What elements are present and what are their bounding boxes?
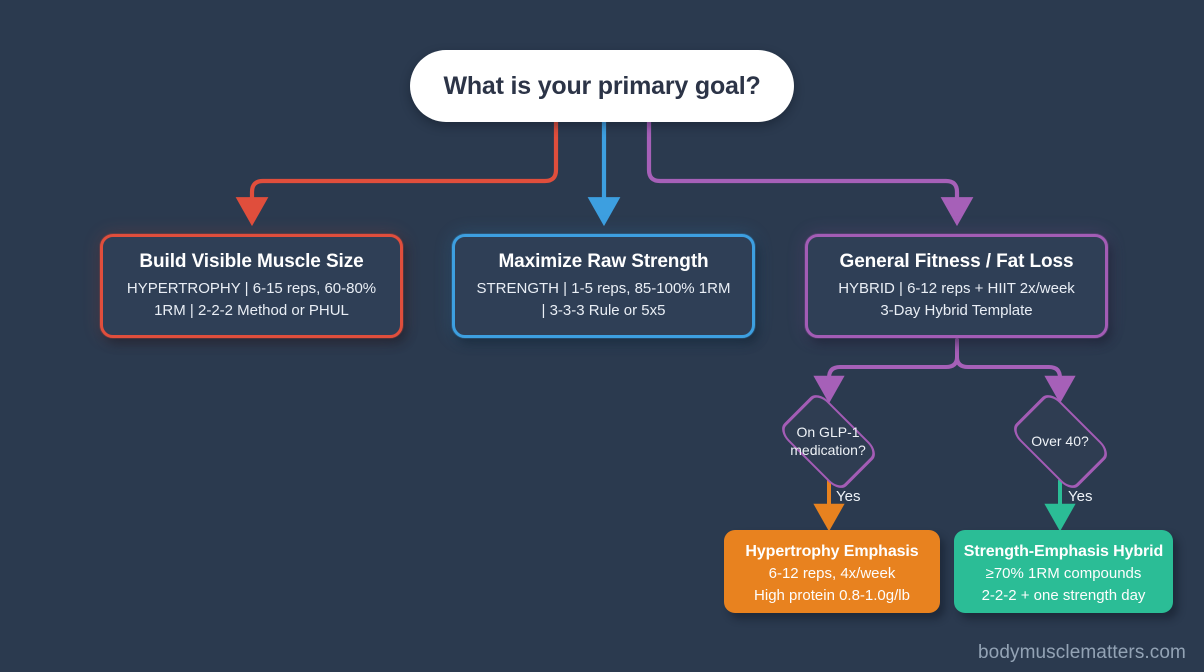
result-detail-hypertrophy-emphasis-line1: 6-12 reps, 4x/week (768, 565, 896, 582)
decision-node-over40[interactable]: Over 40? (998, 389, 1122, 493)
site-watermark: bodymusclematters.com (977, 642, 1186, 663)
branch-node-strength[interactable]: Maximize Raw Strength STRENGTH | 1-5 rep… (452, 234, 755, 338)
edge-hybrid-to-over40 (955, 338, 1076, 404)
branch-detail-hybrid-line2: 3-Day Hybrid Template (880, 302, 1033, 319)
branch-node-hybrid[interactable]: General Fitness / Fat Loss HYBRID | 6-12… (805, 234, 1108, 338)
edge-root-to-hybrid (646, 117, 974, 227)
branch-title-hypertrophy: Build Visible Muscle Size (139, 251, 364, 272)
root-question-node[interactable]: What is your primary goal? (410, 50, 794, 122)
result-detail-hypertrophy-emphasis-line2: High protein 0.8-1.0g/lb (754, 587, 910, 604)
edge-label-glp1-yes: Yes (836, 488, 861, 505)
decision-label-glp1: On GLP-1 medication? (790, 424, 866, 458)
result-title-hypertrophy-emphasis: Hypertrophy Emphasis (745, 543, 919, 560)
branch-node-hypertrophy[interactable]: Build Visible Muscle Size HYPERTROPHY | … (100, 234, 403, 338)
edge-label-over40-yes: Yes (1068, 488, 1093, 505)
branch-title-hybrid: General Fitness / Fat Loss (839, 251, 1074, 272)
branch-detail-hypertrophy-line2: 1RM | 2-2-2 Method or PHUL (154, 302, 349, 319)
branch-detail-strength-line1: STRENGTH | 1-5 reps, 85-100% 1RM (476, 280, 731, 297)
edge-root-to-hypertrophy (235, 117, 559, 227)
result-node-hypertrophy-emphasis[interactable]: Hypertrophy Emphasis 6-12 reps, 4x/week … (724, 530, 940, 613)
branch-detail-hybrid-line1: HYBRID | 6-12 reps + HIIT 2x/week (838, 280, 1075, 297)
edge-hybrid-to-glp1 (813, 338, 959, 404)
root-question-text: What is your primary goal? (443, 71, 761, 100)
result-node-strength-emphasis-hybrid[interactable]: Strength-Emphasis Hybrid ≥70% 1RM compou… (954, 530, 1173, 613)
result-title-strength-emphasis-hybrid: Strength-Emphasis Hybrid (963, 543, 1164, 560)
branch-title-strength: Maximize Raw Strength (498, 251, 709, 272)
branch-detail-strength-line2: | 3-3-3 Rule or 5x5 (541, 302, 666, 319)
branch-detail-hypertrophy-line1: HYPERTROPHY | 6-15 reps, 60-80% (126, 280, 377, 297)
result-detail-strength-emphasis-hybrid-line1: ≥70% 1RM compounds (985, 565, 1142, 582)
result-detail-strength-emphasis-hybrid-line2: 2-2-2 + one strength day (981, 587, 1146, 604)
decision-node-glp1[interactable]: On GLP-1 medication? (766, 389, 890, 493)
decision-label-over40: Over 40? (1031, 433, 1089, 449)
